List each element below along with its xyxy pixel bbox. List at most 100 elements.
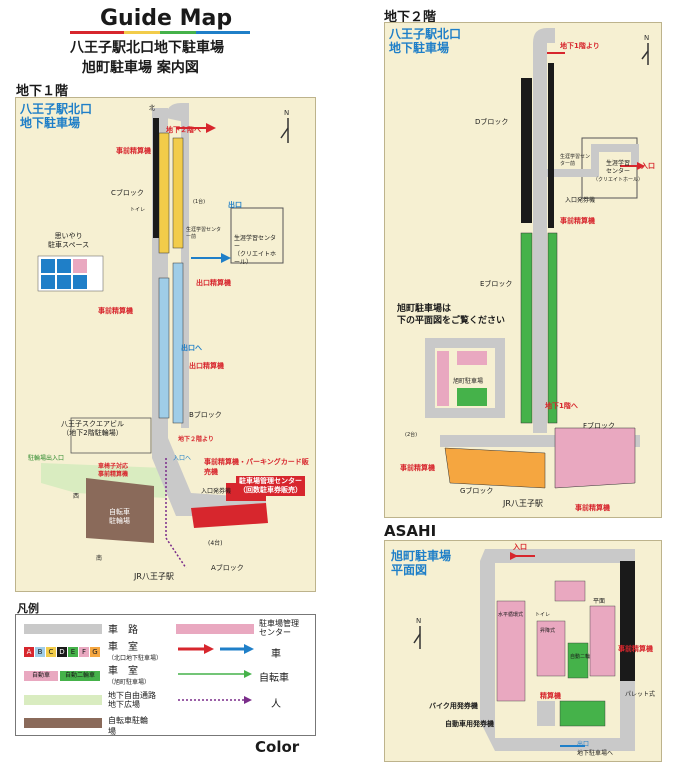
asahi-map: N bbox=[413, 549, 635, 751]
asahi-heading: ASAHI bbox=[384, 522, 437, 540]
legend-car-arrows bbox=[178, 644, 254, 654]
legend-person-arrow bbox=[178, 696, 252, 704]
label-exit2: 出口へ bbox=[181, 344, 202, 352]
legend-bike-parking-swatch bbox=[24, 718, 102, 728]
asahi-flat bbox=[554, 580, 586, 602]
north-arrow-asahi: N bbox=[413, 617, 421, 649]
b1-map: N bbox=[37, 103, 289, 569]
label-west: 西 bbox=[73, 493, 80, 500]
label-center: 生涯学習センター（クリエイトホール） bbox=[234, 235, 277, 266]
label-e-block: Eブロック bbox=[480, 280, 513, 288]
b2-map-panel: N 八王子駅北口 地下駐車場 地下1階より Dブロック bbox=[384, 22, 662, 518]
b1-park-title: 八王子駅北口 地下駐車場 bbox=[20, 102, 93, 130]
label-b2-prepay3: 事前精算機 bbox=[575, 504, 610, 512]
e-block-east bbox=[547, 232, 558, 424]
label-to-b2: 地下２階へ bbox=[166, 126, 201, 134]
f-block bbox=[554, 427, 636, 489]
legend-walkway-swatch bbox=[24, 695, 102, 705]
label-asahi-toilet: トイレ bbox=[535, 612, 551, 618]
label-count2: (2台) bbox=[405, 432, 418, 438]
c-block-east bbox=[172, 137, 184, 249]
label-b2-center-small: 生涯学習センター前 bbox=[560, 154, 591, 167]
label-exit-machine1: 出口精算機 bbox=[196, 279, 231, 287]
legend-person-label: 人 bbox=[271, 699, 281, 710]
pedestrian-path bbox=[165, 458, 187, 569]
asahi-moto-b bbox=[559, 700, 606, 727]
asahi-wall bbox=[620, 561, 635, 681]
legend-car-label: 車 bbox=[271, 649, 281, 660]
label-toilet: トイレ bbox=[130, 207, 146, 213]
b-block-east bbox=[172, 262, 184, 424]
label-to-b1: 地下1階へ bbox=[545, 402, 578, 410]
label-g-block: Gブロック bbox=[460, 487, 494, 495]
label-asahi-car-ticket: 自動車用発券機 bbox=[445, 720, 494, 728]
asahi-pallet bbox=[589, 605, 616, 677]
label-count1: (1台) bbox=[193, 199, 206, 205]
g-block bbox=[444, 447, 546, 489]
label-jr: JR八王子駅 bbox=[134, 572, 174, 581]
label-b2-prepay1: 事前精算機 bbox=[560, 217, 595, 225]
label-omoiyari: 思いやり駐車スペース bbox=[48, 232, 90, 249]
legend-car-swatch: 自動車 bbox=[24, 671, 58, 681]
label-entrance: 入口へ bbox=[173, 455, 192, 462]
label-asahi-entrance: 入口 bbox=[513, 543, 527, 551]
label-asahi-exit-to: 地下駐車場へ bbox=[577, 750, 614, 757]
b1-side-road bbox=[181, 118, 189, 428]
label-asahi-mini: 旭町駐車場 bbox=[453, 378, 484, 385]
label-ticket: 入口発券機 bbox=[201, 488, 232, 495]
svg-text:N: N bbox=[284, 109, 289, 117]
e-block bbox=[520, 232, 533, 424]
brand-title: Guide Map bbox=[100, 6, 233, 31]
b2-top-ramp bbox=[533, 28, 555, 43]
b2-map: N bbox=[425, 28, 649, 489]
legend-walkway-label: 地下自由通路地下広場 bbox=[108, 691, 156, 709]
label-b2-prepay2: 事前精算機 bbox=[400, 464, 435, 472]
label-south: 南 bbox=[96, 555, 103, 562]
legend-bike-parking-label: 自転車駐輪場 bbox=[108, 716, 148, 736]
label-exit1: 出口 bbox=[228, 201, 242, 209]
c-block-west bbox=[158, 132, 170, 254]
b2-entrance-road bbox=[547, 144, 639, 177]
b2-park-title: 八王子駅北口 地下駐車場 bbox=[389, 27, 462, 55]
label-asahi-pallet: パレット式 bbox=[625, 691, 656, 698]
label-b2-entrance: 入口 bbox=[641, 162, 655, 170]
header-line2: 旭町駐車場 案内図 bbox=[82, 60, 199, 76]
label-square: 八王子スクエアビル（地下2階駐輪場） bbox=[61, 420, 124, 437]
label-from-b1: 地下1階より bbox=[560, 42, 600, 50]
label-d-block: Dブロック bbox=[475, 118, 509, 126]
legend-road-swatch bbox=[24, 624, 102, 634]
mgmt-center-label: 駐車場管理センター（回数駐車券販売） bbox=[236, 476, 305, 496]
square-building-outline bbox=[70, 417, 152, 454]
legend-moto-swatch: 自動二輪車 bbox=[60, 671, 100, 681]
b1-map-panel: N 八王子駅北口 地下駐車場 地下２階へ 事前精算機 Cブロック トイレ (1台… bbox=[15, 97, 316, 592]
label-prepay1: 事前精算機 bbox=[116, 147, 151, 155]
header-line1: 八王子駅北口地下駐車場 bbox=[70, 40, 224, 56]
label-asahi-lift: 昇降式 bbox=[540, 628, 556, 634]
legend-mgmt-swatch bbox=[176, 624, 254, 634]
svg-text:N: N bbox=[416, 617, 421, 625]
label-asahi-exit-machine: 精算機 bbox=[540, 692, 561, 700]
label-bike-entrance: 駐輪場出入口 bbox=[28, 455, 65, 462]
center-building-outline bbox=[230, 207, 284, 264]
label-count4: (4台) bbox=[208, 540, 223, 547]
asahi-title: 旭町駐車場 平面図 bbox=[391, 549, 452, 577]
legend-panel: 車 路 A B C D E F G 車 室（北口地下駐車場） 自動車 自動二輪車… bbox=[15, 614, 316, 736]
label-b2-center: 生涯学習センター（クリエイトホール） bbox=[593, 160, 644, 183]
legend-room-a: 車 室（旭町駐車場） bbox=[108, 666, 151, 687]
asahi-car-lift-a bbox=[496, 600, 526, 702]
asahi-car-lift-b bbox=[536, 620, 566, 677]
north-arrow-b2: N bbox=[641, 34, 649, 65]
label-asahi-note: 旭町駐車場は下の平面図をご覧ください bbox=[397, 304, 506, 326]
label-a-block: Aブロック bbox=[211, 564, 244, 572]
label-b-block: Bブロック bbox=[189, 411, 222, 419]
label-b2-ticket: 入口発券機 bbox=[565, 197, 596, 204]
label-from-b2: 地下２階より bbox=[178, 436, 214, 443]
label-prepay2: 事前精算機 bbox=[98, 307, 133, 315]
label-asahi-prepay: 事前精算機 bbox=[618, 645, 653, 653]
label-wheelchair-prepay: 車椅子対応事前精算機 bbox=[98, 463, 129, 478]
label-bike-parking: 自転車駐輪場 bbox=[109, 508, 130, 525]
bicycle-parking bbox=[86, 478, 154, 543]
label-center-small: 生涯学習センター前 bbox=[186, 227, 222, 240]
legend-road-label: 車 路 bbox=[108, 625, 138, 636]
legend-title: 凡例 bbox=[17, 602, 39, 615]
